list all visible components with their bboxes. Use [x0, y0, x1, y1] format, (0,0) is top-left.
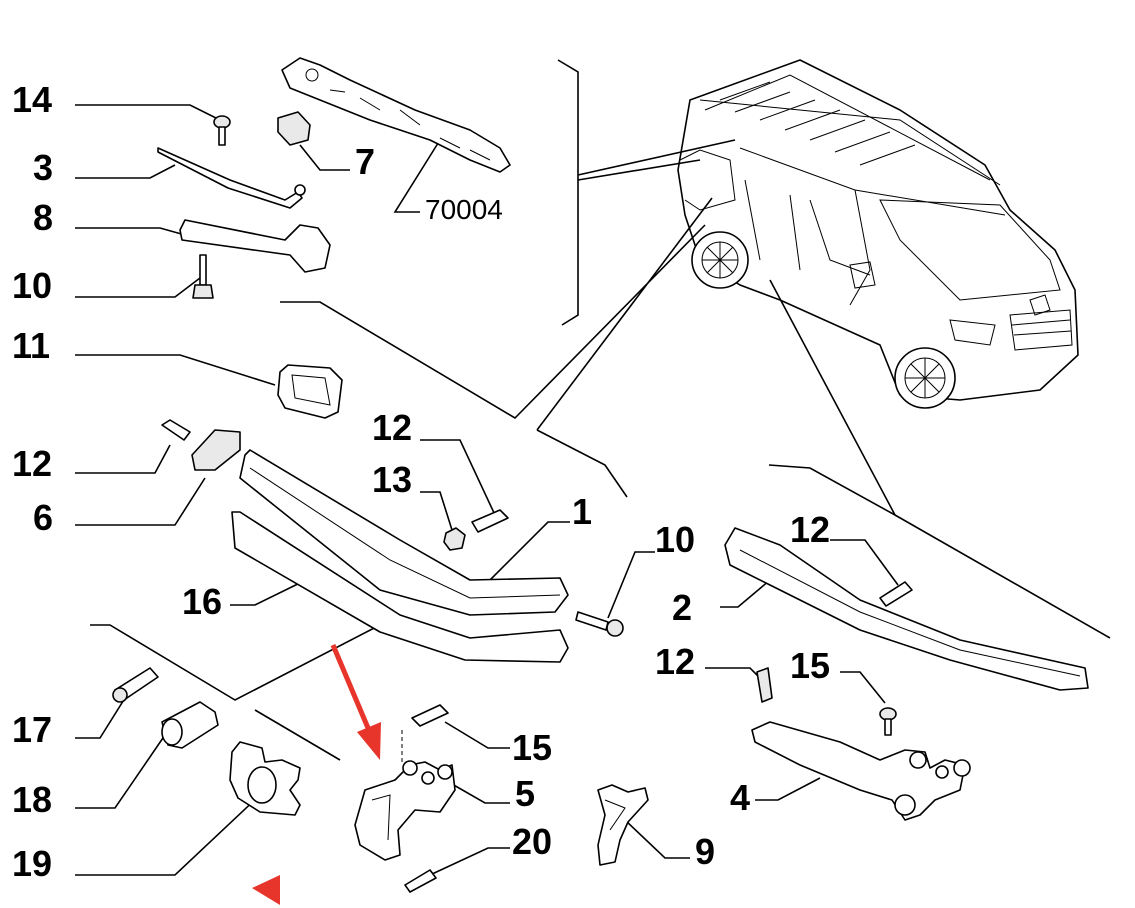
callout-18: 18 [12, 779, 53, 820]
part-19-plate [229, 741, 301, 816]
part-10-bolt-top [192, 254, 214, 299]
callout-70004: 70004 [425, 194, 503, 225]
callout-8: 8 [33, 197, 54, 238]
part-14-screw [213, 115, 231, 146]
part-6-clip [191, 429, 241, 471]
part-13-nut [443, 527, 466, 551]
red-arrow-annotation [330, 644, 381, 760]
callout-20: 20 [512, 821, 553, 862]
callout-15: 15 [512, 727, 553, 768]
part-3-rod [157, 147, 306, 209]
callout-12: 12 [655, 641, 696, 682]
part-4-roller-arm [751, 721, 971, 821]
callout-12: 12 [12, 443, 53, 484]
part-70004-bracket [281, 57, 511, 173]
callout-12: 12 [790, 509, 831, 550]
part-9-bracket [597, 784, 649, 866]
callout-6: 6 [33, 497, 54, 538]
callout-14: 14 [12, 79, 53, 120]
part-12-screw-mid [471, 509, 509, 533]
part-11-bushing [277, 364, 343, 419]
callout-9: 9 [695, 831, 716, 872]
callout-5: 5 [515, 773, 536, 814]
callout-12: 12 [372, 407, 413, 448]
callout-13: 13 [372, 459, 413, 500]
callout-3: 3 [33, 147, 54, 188]
callout-16: 16 [182, 581, 223, 622]
part-2-rail [724, 527, 1089, 691]
callout-2: 2 [672, 587, 693, 628]
callout-19: 19 [12, 843, 53, 884]
callout-10: 10 [655, 519, 696, 560]
callout-11: 11 [12, 325, 51, 366]
callout-1: 1 [572, 491, 593, 532]
part-17-screw [112, 667, 159, 703]
part-12-screw-right-low [756, 667, 773, 703]
part-15-screw-right [879, 707, 897, 736]
part-5-roller-bracket [354, 730, 456, 861]
part-16-seal [231, 511, 569, 663]
part-12-screw-left [161, 419, 191, 441]
callout-10: 10 [12, 265, 53, 306]
part-10-bolt-right [575, 611, 624, 637]
part-18-sleeve [161, 701, 219, 749]
part-15-screw-center [411, 704, 449, 727]
part-8-guide [179, 219, 331, 273]
van-illustration [677, 59, 1079, 409]
callout-15: 15 [790, 645, 831, 686]
part-1-rail [239, 449, 569, 616]
part-20-screw [404, 869, 437, 893]
callout-4: 4 [730, 777, 751, 818]
callout-7: 7 [355, 141, 376, 182]
part-12-screw-right-top [879, 581, 913, 607]
part-7-clip [277, 111, 311, 146]
leader-lines [75, 59, 1111, 876]
red-triangle-marker [252, 875, 280, 905]
callout-17: 17 [12, 709, 53, 750]
